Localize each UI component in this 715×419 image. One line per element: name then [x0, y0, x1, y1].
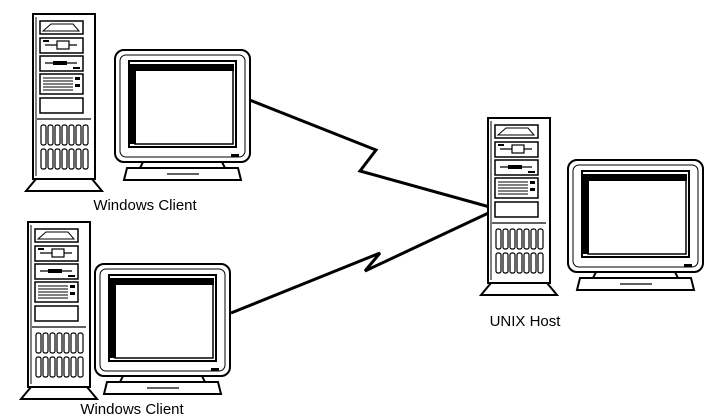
monitor-icon — [94, 263, 231, 395]
network-link-client-1 — [246, 97, 498, 211]
tower-pc-icon — [480, 117, 558, 296]
monitor-icon — [567, 159, 704, 291]
windows-client-1: Windows Client — [25, 13, 251, 214]
windows-client-1-label: Windows Client — [93, 197, 197, 214]
unix-host: UNIX Host — [480, 117, 704, 330]
tower-pc-icon — [20, 221, 98, 400]
windows-client-2-label: Windows Client — [80, 401, 184, 418]
unix-host-label: UNIX Host — [490, 313, 562, 330]
network-link-client-2 — [230, 207, 498, 315]
monitor-icon — [114, 49, 251, 181]
windows-client-2: Windows Client — [20, 221, 231, 418]
tower-pc-icon — [25, 13, 103, 192]
